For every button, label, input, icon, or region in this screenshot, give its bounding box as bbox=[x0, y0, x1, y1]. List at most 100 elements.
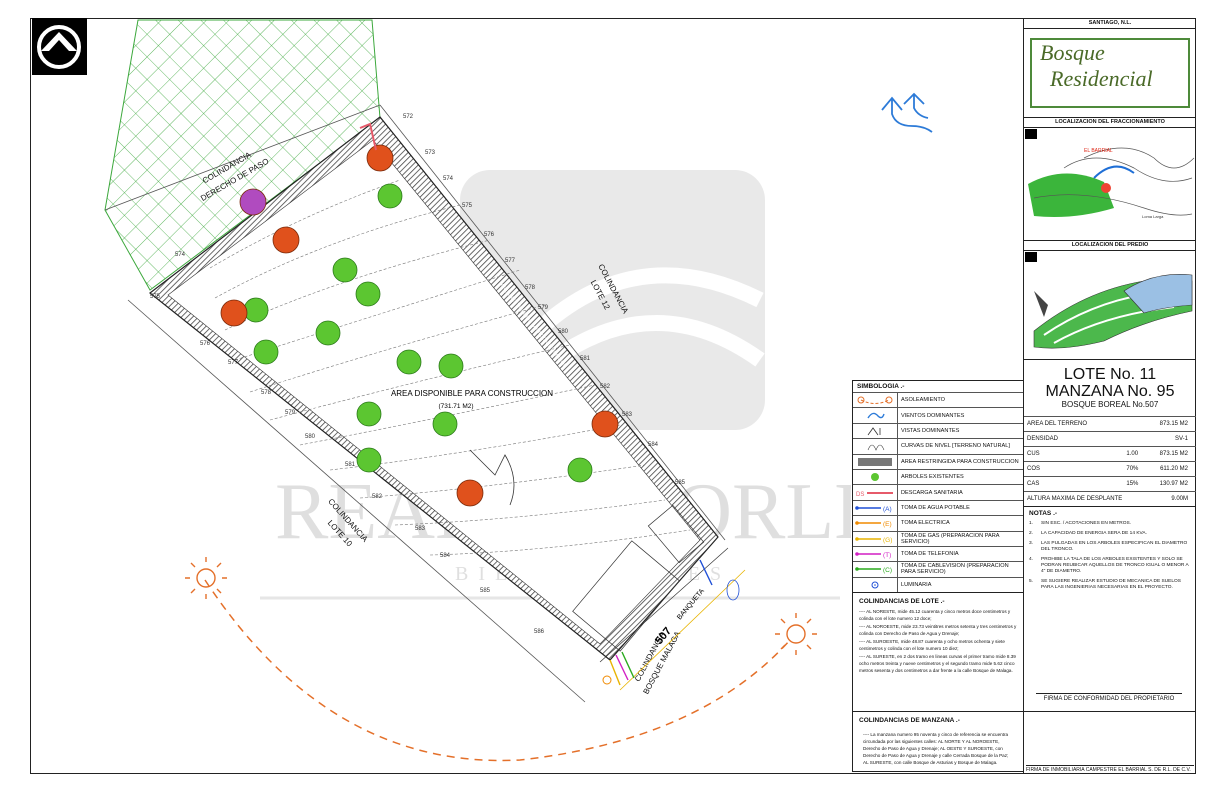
legend-item: CURVAS DE NIVEL [TERRENO NATURAL] bbox=[853, 438, 1023, 454]
contour-label: 585 bbox=[480, 588, 491, 594]
company-signature: FIRMA DE INMOBILIARIA CAMPESTRE EL BARRI… bbox=[1024, 711, 1196, 774]
legend-item: LUMINARIA bbox=[853, 576, 1023, 593]
colindancia-item: ---- AL NORESTE, mide 45.12 cuarenta y c… bbox=[859, 609, 1011, 622]
water-tap-icon bbox=[726, 579, 740, 601]
svg-text:(G): (G) bbox=[883, 537, 892, 544]
contour-label: 575 bbox=[462, 203, 473, 209]
contour-label: 581 bbox=[345, 462, 356, 468]
manzana-number: MANZANA No. 95 bbox=[1045, 383, 1175, 400]
tree-icon bbox=[272, 226, 300, 254]
legend-item: (T)TOMA DE TELEFONIA bbox=[853, 545, 1023, 562]
view-icon bbox=[853, 423, 898, 439]
area-value: SV-1 bbox=[1174, 436, 1188, 442]
area-label: DENSIDAD bbox=[1027, 436, 1059, 442]
tree-icon bbox=[315, 320, 341, 346]
contour-label: 583 bbox=[415, 526, 426, 532]
contour-label: 584 bbox=[648, 442, 659, 448]
brand-logo: Bosque Residencial bbox=[1024, 29, 1196, 117]
wind-direction-icon bbox=[881, 92, 933, 133]
svg-text:(C): (C) bbox=[883, 567, 892, 574]
contour-label: 580 bbox=[558, 329, 569, 335]
note-item: 5.SE SUGIERE REALIZAR ESTUDIO DE MECANIC… bbox=[1029, 579, 1191, 591]
colindancias-lote-title: COLINDANCIAS DE LOTE .- bbox=[859, 598, 945, 606]
legend-item: (A)TOMA DE AGUA POTABLE bbox=[853, 499, 1023, 516]
area-factor: 15% bbox=[1126, 481, 1139, 487]
owner-signature-line: FIRMA DE CONFORMIDAD DEL PROPIETARIO bbox=[1036, 693, 1182, 702]
drain-icon bbox=[359, 122, 377, 151]
tree-icon bbox=[377, 183, 403, 209]
sidewalk-label: BANQUETA bbox=[676, 587, 706, 621]
area-value: 873.15 M2 bbox=[1159, 451, 1188, 457]
company-signature-line: FIRMA DE INMOBILIARIA CAMPESTRE EL BARRI… bbox=[1026, 765, 1194, 773]
legend-label: TOMA DE GAS (PREPARACION PARA SERVICIO) bbox=[901, 532, 1000, 545]
contour-label: 581 bbox=[580, 356, 591, 362]
legend-label: TOMA DE AGUA POTABLE bbox=[901, 504, 970, 511]
drain-icon: DS bbox=[853, 485, 898, 500]
contour-label: 585 bbox=[675, 480, 686, 486]
utility-box bbox=[647, 504, 705, 564]
buildable-area bbox=[167, 139, 701, 645]
contour-label: 576 bbox=[200, 341, 211, 347]
sun-icon bbox=[185, 557, 227, 599]
legend-label: CURVAS DE NIVEL [TERRENO NATURAL] bbox=[901, 443, 1010, 450]
sun-path bbox=[204, 579, 791, 762]
boundary-line-lote10 bbox=[127, 299, 586, 703]
legend-label: ARBOLES EXISTENTES bbox=[901, 474, 964, 481]
note-item: 2.LA CAPACIDAD DE ENERGIA SERA DE 14 KVA… bbox=[1029, 531, 1191, 537]
tree-icon bbox=[366, 144, 394, 172]
legend-item: VIENTOS DOMINANTES bbox=[853, 407, 1023, 423]
loc-predio-title: LOCALIZACION DEL PREDIO bbox=[1024, 240, 1196, 251]
colindancias-manzana-title: COLINDANCIAS DE MANZANA .- bbox=[859, 717, 960, 725]
area-label: CAS bbox=[1027, 481, 1040, 487]
contour-label: 577 bbox=[505, 258, 516, 264]
contour-icon bbox=[853, 439, 898, 454]
predio-map bbox=[1025, 252, 1193, 349]
easement-area bbox=[104, 19, 381, 291]
legend-item: AREA RESTRINGIDA PARA CONSTRUCCION bbox=[853, 453, 1023, 469]
tree-icon bbox=[356, 447, 382, 473]
svg-text:(E): (E) bbox=[883, 521, 892, 528]
tree-icon bbox=[456, 479, 484, 507]
owner-signature: FIRMA DE CONFORMIDAD DEL PROPIETARIO bbox=[1024, 623, 1196, 708]
contour-label: 579 bbox=[538, 305, 549, 311]
notes-title: NOTAS .- bbox=[1029, 510, 1058, 517]
restricted-icon bbox=[853, 454, 898, 469]
legend-item: (C)TOMA DE CABLEVISION (PREPARACION PARA… bbox=[853, 561, 1023, 577]
legend-label: ASOLEAMIENTO bbox=[901, 397, 946, 404]
utility-connections bbox=[609, 559, 713, 686]
garage-footprint bbox=[572, 540, 680, 652]
map-label-2: Loma Larga bbox=[1142, 214, 1164, 219]
legend-label: TOMA ELECTRICA bbox=[901, 520, 950, 527]
brand-line2: Residencial bbox=[1050, 66, 1153, 91]
colindancia-item: ---- AL NOROESTE, mide 23.73 veintitres … bbox=[859, 624, 1017, 637]
colindancias-manzana-text: ---- La manzana numero 95 noventa y cinc… bbox=[863, 732, 1009, 766]
line-icon: (E) bbox=[853, 516, 898, 531]
tree-icon bbox=[253, 339, 279, 365]
existing-trees bbox=[243, 183, 593, 483]
area-value: 9.00M bbox=[1171, 496, 1188, 502]
note-text: SE SUGIERE REALIZAR ESTUDIO DE MECANICA … bbox=[1041, 579, 1181, 590]
legend-label: AREA RESTRINGIDA PARA CONSTRUCCION bbox=[901, 458, 1019, 465]
contour-label: 575 bbox=[150, 294, 161, 300]
area-factor: 1.00 bbox=[1126, 451, 1139, 457]
contour-label: 577 bbox=[228, 360, 239, 366]
tree-icon bbox=[243, 297, 269, 323]
area-row: DENSIDAD SV-1 bbox=[1024, 431, 1196, 446]
buildable-area-value: (731.71 M2) bbox=[438, 403, 473, 410]
colindancia-item: ---- AL SUROESTE, mide 48.87 cuarenta y … bbox=[859, 639, 1005, 652]
wind-icon bbox=[853, 408, 898, 423]
note-item: 4.PROHIBE LA TALA DE LOS ARBOLES EXISTEN… bbox=[1029, 557, 1191, 575]
contour-label: 579 bbox=[285, 410, 296, 416]
tree-icon bbox=[220, 299, 248, 327]
area-value: 873.15 M2 bbox=[1159, 421, 1188, 427]
brand-line1: Bosque bbox=[1040, 40, 1105, 65]
tree-icon bbox=[332, 257, 358, 283]
subdivision-name: BOSQUE BOREAL No.507 bbox=[1061, 400, 1159, 409]
view-icon bbox=[469, 449, 515, 506]
